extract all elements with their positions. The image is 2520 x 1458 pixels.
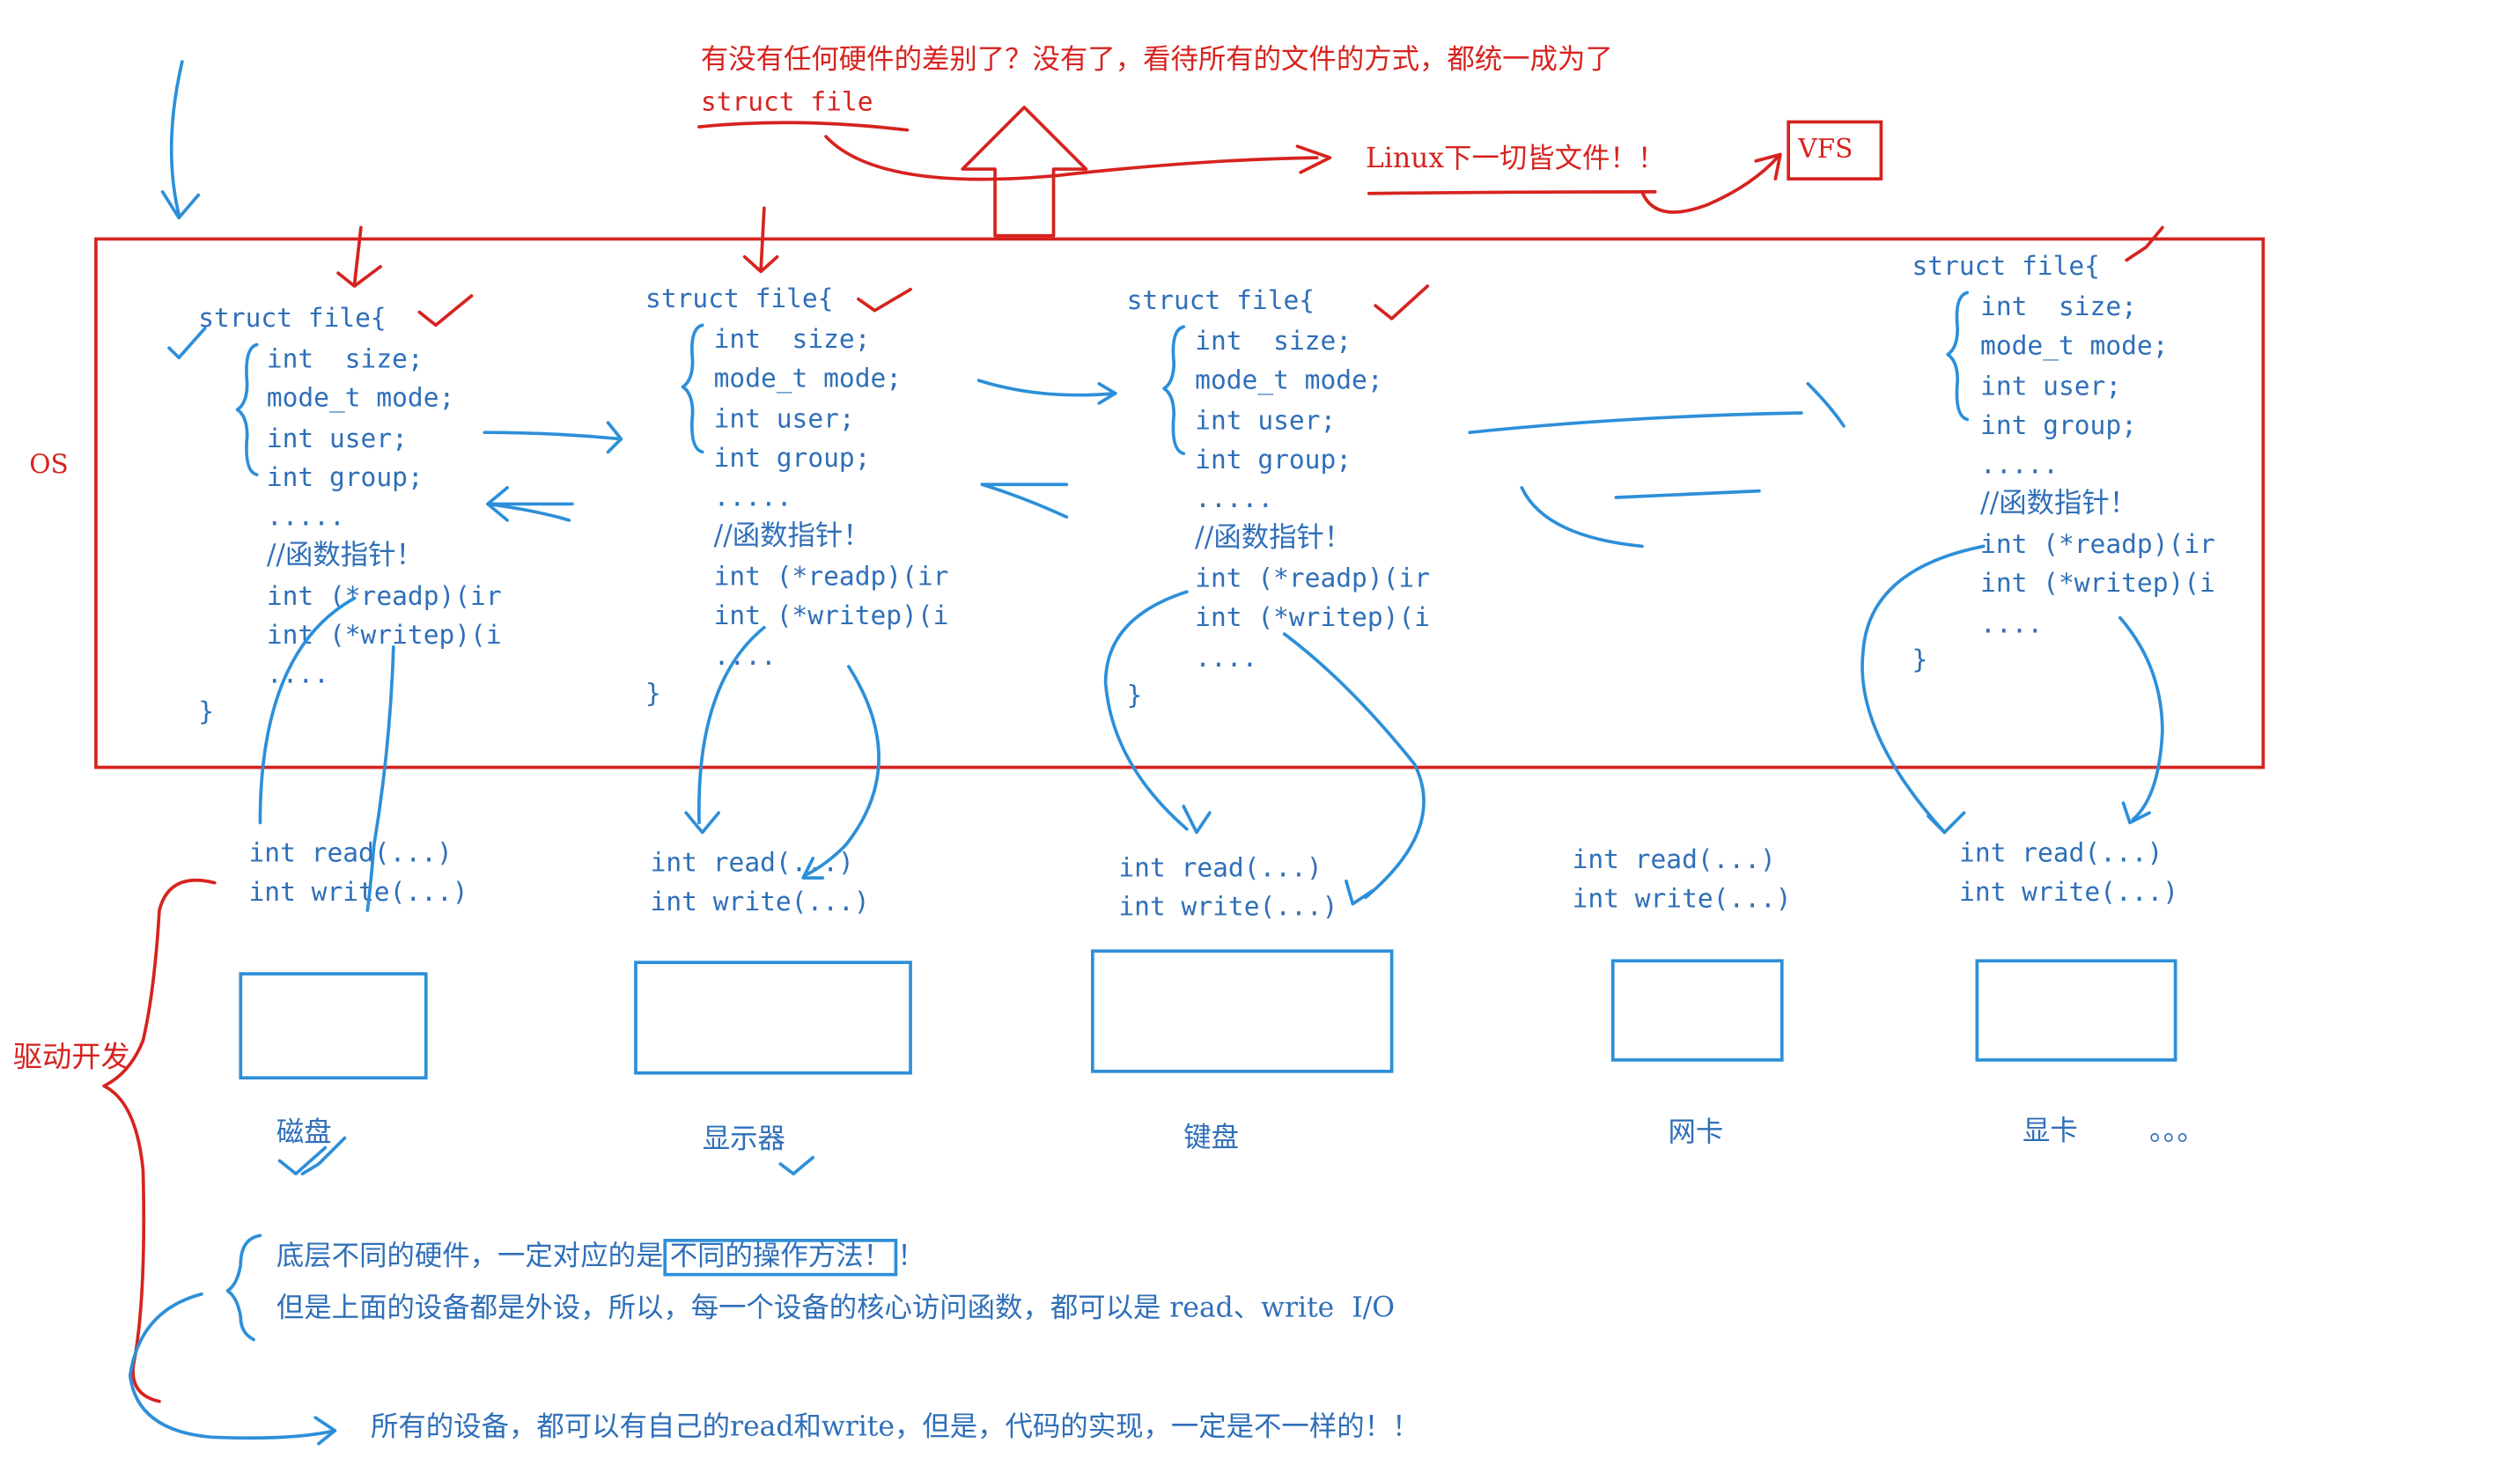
struct-field: int size; xyxy=(1195,325,1352,357)
struct-field: ..... xyxy=(713,481,792,512)
device-label-nic: 网卡 xyxy=(1668,1116,1724,1150)
driver-write-keyboard: int write(...) xyxy=(1118,890,1338,922)
red-underline xyxy=(697,121,910,132)
red-arrowhead-vfs xyxy=(1754,152,1782,180)
struct-field: int user; xyxy=(1195,404,1337,436)
device-box-monitor xyxy=(634,961,912,1075)
struct-field: int size; xyxy=(266,342,424,374)
struct-head: struct file{ xyxy=(198,302,387,334)
red-check-3 xyxy=(1374,284,1430,320)
device-label-gpu: 显卡 xyxy=(2023,1115,2078,1148)
red-curve-arrow xyxy=(824,135,1319,181)
struct-field: int size; xyxy=(713,323,871,355)
struct-fptr: int (*writep)(i xyxy=(713,600,949,631)
struct-close: } xyxy=(1126,679,1143,711)
driver-dev-label: 驱动开发 xyxy=(12,1040,130,1075)
struct-fptr: .... xyxy=(266,658,329,689)
struct-fptr: int (*readp)(ir xyxy=(266,580,502,612)
red-curve-vfs xyxy=(1640,154,1780,214)
driver-write-gpu: int write(...) xyxy=(1959,876,2179,908)
red-down-arrow-1 xyxy=(336,225,382,288)
os-frame xyxy=(94,237,2266,770)
red-underline-linux xyxy=(1367,190,1657,195)
struct-comment: //函数指针！ xyxy=(1980,487,2138,520)
struct-field: int user; xyxy=(713,402,855,435)
struct-fptr: .... xyxy=(1195,642,1258,674)
red-check-4 xyxy=(2125,225,2164,262)
red-check-2 xyxy=(857,287,912,313)
struct-field: ..... xyxy=(1980,448,2059,480)
struct-close: } xyxy=(645,677,661,710)
struct-field: int group; xyxy=(1980,409,2137,441)
struct-field: int user; xyxy=(1980,371,2122,402)
struct-field: mode_t mode; xyxy=(266,381,455,414)
struct-field: int group; xyxy=(1195,444,1352,475)
red-brace xyxy=(102,878,217,1403)
struct-field: int size; xyxy=(1980,291,2137,322)
struct-close: } xyxy=(198,696,215,727)
note-line-1: 底层不同的硬件，一定对应的是不同的操作方法！！ xyxy=(276,1239,925,1277)
note-line-3: 所有的设备，都可以有自己的read和write，但是，代码的实现，一定是不一样的… xyxy=(371,1410,1420,1444)
struct-field: ..... xyxy=(1195,482,1274,514)
note-line-2: 但是上面的设备都是外设，所以，每一个设备的核心访问函数，都可以是 read、wr… xyxy=(276,1292,1395,1325)
linux-note: Linux下一切皆文件！！ xyxy=(1366,143,1666,176)
struct-head: struct file{ xyxy=(645,283,834,314)
device-box-gpu xyxy=(1975,959,2177,1062)
struct-fptr: int (*writep)(i xyxy=(1980,567,2215,599)
red-arrowhead xyxy=(1295,144,1332,174)
blue-arrow-top xyxy=(169,60,184,217)
device-label-monitor: 显示器 xyxy=(702,1123,785,1156)
struct-head: struct file{ xyxy=(1912,250,2100,282)
driver-read-monitor: int read(...) xyxy=(650,847,854,879)
struct-head: struct file{ xyxy=(1126,284,1315,316)
driver-read-gpu: int read(...) xyxy=(1959,836,2163,869)
struct-fptr: int (*writep)(i xyxy=(1195,601,1430,633)
struct-field: int group; xyxy=(266,461,424,493)
struct-comment: //函数指针！ xyxy=(713,519,871,553)
device-label-keyboard: 键盘 xyxy=(1183,1122,1240,1155)
struct-close: } xyxy=(1912,644,1928,675)
blue-check-1 xyxy=(167,327,207,360)
driver-write-monitor: int write(...) xyxy=(650,886,870,917)
device-box-nic xyxy=(1610,959,1784,1062)
blue-arrowhead-top xyxy=(160,190,201,220)
struct-comment: //函数指针！ xyxy=(1195,521,1352,555)
note-highlight: 不同的操作方法！ xyxy=(663,1239,898,1277)
vfs-label: VFS xyxy=(1798,133,1853,165)
vfs-box xyxy=(1787,120,1883,180)
device-box-keyboard xyxy=(1091,949,1394,1073)
top-question: 有没有任何硬件的差别了？没有了，看待所有的文件的方式，都统一成为了 xyxy=(700,43,1613,77)
struct-field: int user; xyxy=(266,423,408,454)
driver-read-nic: int read(...) xyxy=(1572,843,1776,875)
struct-fptr: .... xyxy=(1980,608,2044,639)
device-more: 。。。 xyxy=(2149,1115,2205,1148)
struct-field: ..... xyxy=(266,500,345,532)
driver-read-disk: int read(...) xyxy=(248,836,453,869)
struct-fptr: int (*writep)(i xyxy=(266,619,502,651)
driver-write-disk: int write(...) xyxy=(248,876,468,908)
driver-read-keyboard: int read(...) xyxy=(1118,851,1323,883)
top-struct-file: struct file xyxy=(700,85,873,117)
struct-field: mode_t mode; xyxy=(713,362,903,394)
struct-fptr: int (*readp)(ir xyxy=(713,561,949,593)
struct-field: int group; xyxy=(713,442,871,474)
driver-write-nic: int write(...) xyxy=(1572,882,1792,914)
device-label-disk: 磁盘 xyxy=(276,1116,332,1150)
red-down-arrow-2 xyxy=(742,206,779,274)
struct-fptr: int (*readp)(ir xyxy=(1980,528,2215,560)
red-up-arrow xyxy=(961,106,1088,238)
os-label: OS xyxy=(29,448,69,480)
struct-field: mode_t mode; xyxy=(1195,364,1383,395)
red-check-1 xyxy=(417,294,474,328)
struct-comment: //函数指针！ xyxy=(266,540,424,572)
struct-field: mode_t mode; xyxy=(1980,329,2169,361)
struct-fptr: int (*readp)(ir xyxy=(1195,562,1430,593)
device-box-disk xyxy=(239,972,428,1080)
